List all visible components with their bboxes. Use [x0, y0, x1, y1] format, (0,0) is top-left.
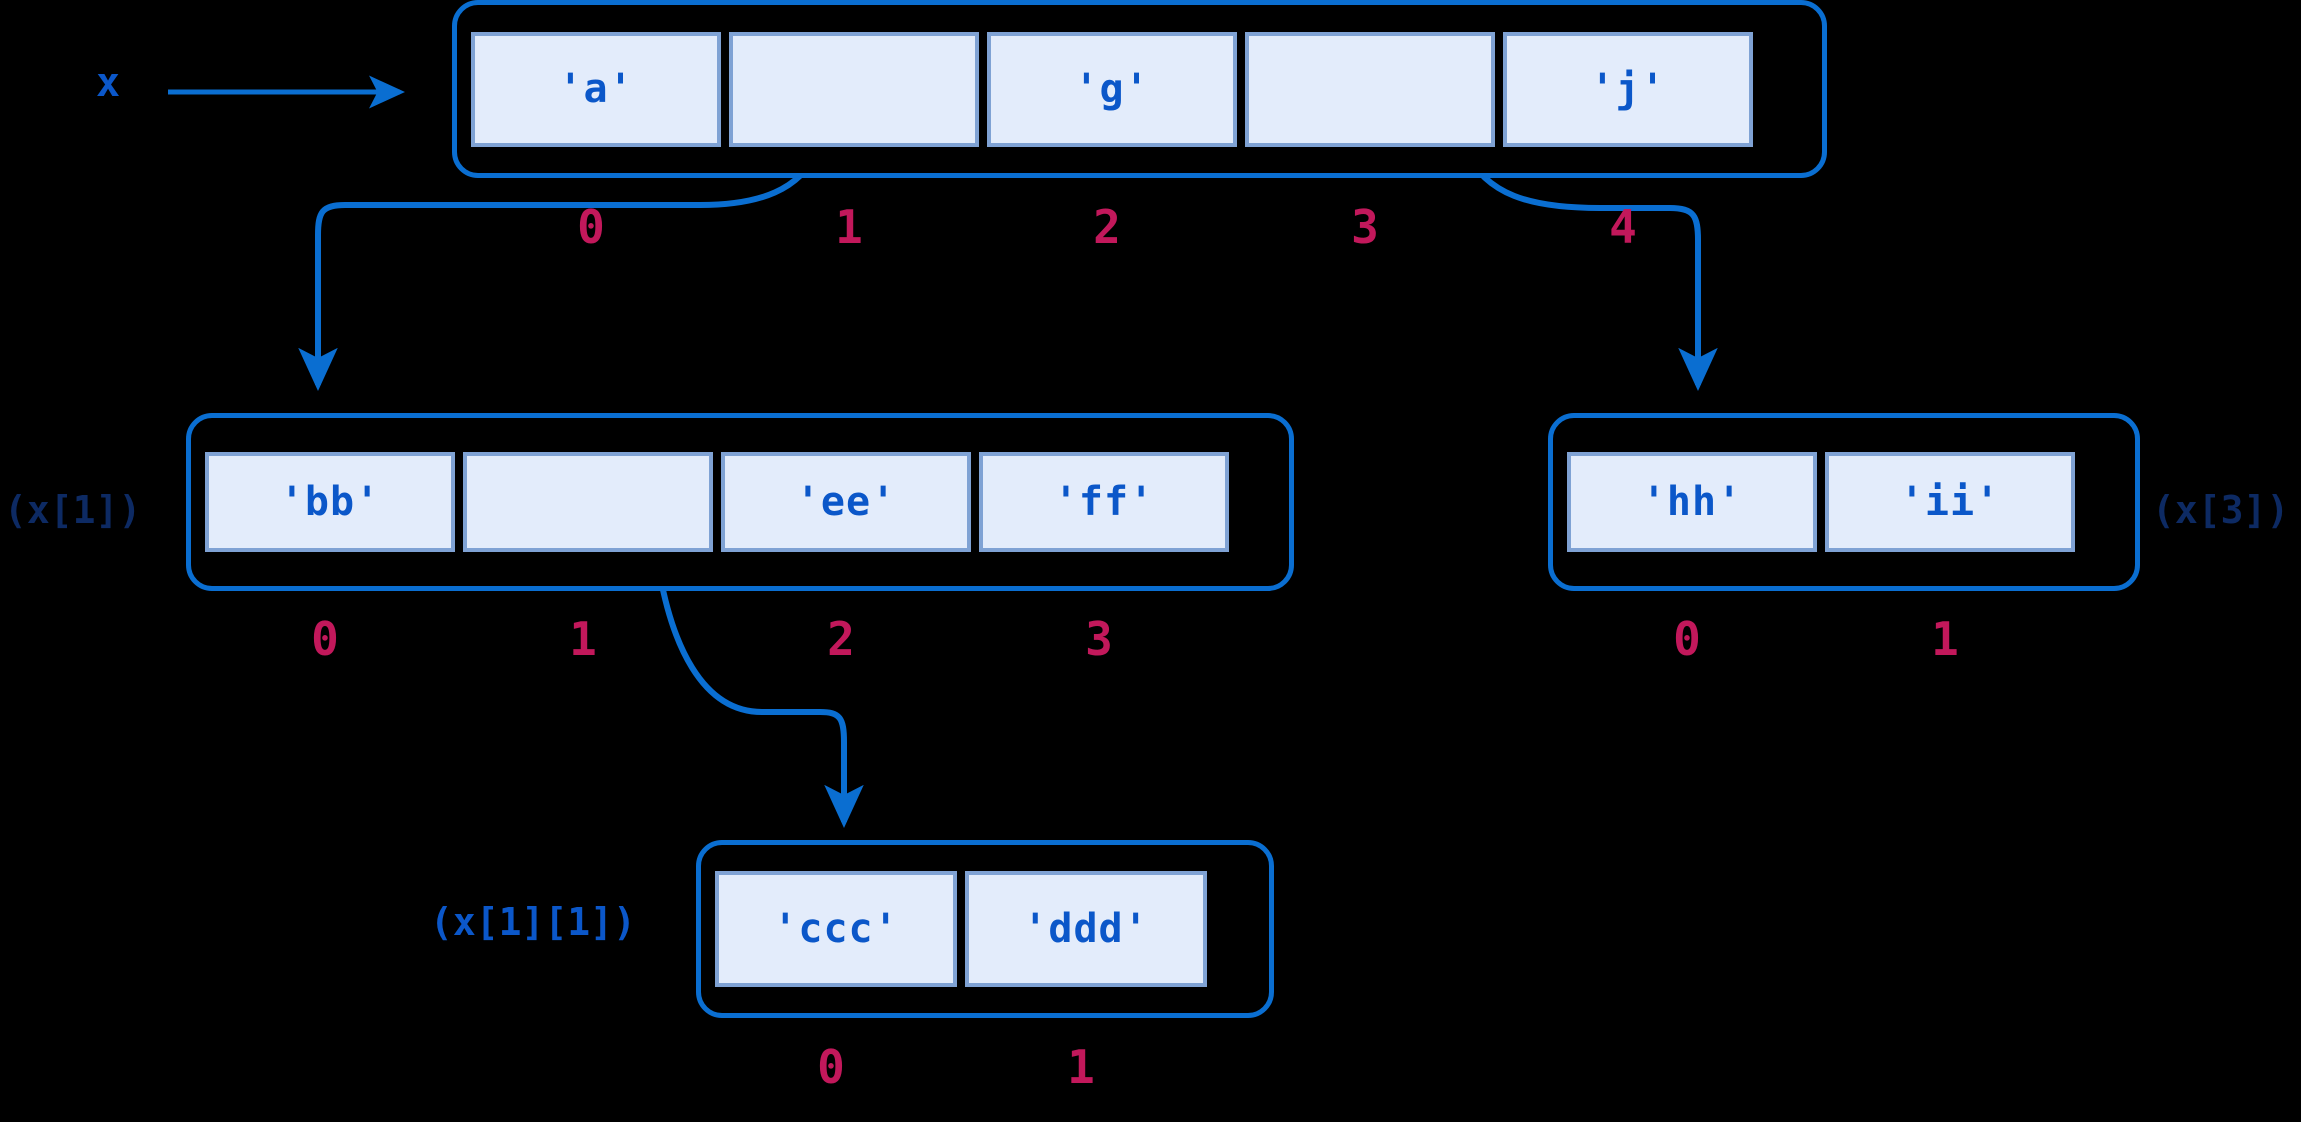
index-x1-3: 3 — [1085, 612, 1113, 666]
list-root-cells: 'a' 'g' 'j' — [471, 31, 1753, 147]
cell-x1-1-1[interactable]: 'ddd' — [965, 871, 1207, 987]
index-x1-0: 0 — [311, 612, 339, 666]
pointer-root1-to-x1 — [298, 148, 821, 392]
index-x1-1-1: 1 — [1067, 1040, 1095, 1094]
index-root-1: 1 — [835, 200, 863, 254]
list-x1-1-cells: 'ccc' 'ddd' — [715, 871, 1207, 987]
index-x3-0: 0 — [1673, 612, 1701, 666]
cell-x3-0[interactable]: 'hh' — [1567, 452, 1817, 552]
cell-x1-3[interactable]: 'ff' — [979, 452, 1229, 552]
cell-root-4[interactable]: 'j' — [1503, 31, 1753, 147]
index-root-3: 3 — [1351, 200, 1379, 254]
index-root-2: 2 — [1093, 200, 1121, 254]
list-x1-1[interactable]: 'ccc' 'ddd' — [696, 840, 1274, 1018]
cell-x3-1[interactable]: 'ii' — [1825, 452, 2075, 552]
cell-x1-1-0[interactable]: 'ccc' — [715, 871, 957, 987]
list-root[interactable]: 'a' 'g' 'j' — [452, 0, 1827, 178]
list-x1-cells: 'bb' 'ee' 'ff' — [205, 452, 1229, 552]
root-variable-label: x — [96, 60, 121, 106]
cell-root-2[interactable]: 'g' — [987, 31, 1237, 147]
index-x1-1: 1 — [569, 612, 597, 666]
list-x3[interactable]: 'hh' 'ii' — [1548, 413, 2140, 591]
cell-root-1[interactable] — [729, 31, 979, 147]
index-root-0: 0 — [577, 200, 605, 254]
caption-x1: (x[1]) — [4, 488, 142, 532]
cell-root-3[interactable] — [1245, 31, 1495, 147]
caption-x1-1: (x[1][1]) — [430, 900, 636, 944]
pointer-root3-to-x3 — [1462, 148, 1718, 392]
list-x1[interactable]: 'bb' 'ee' 'ff' — [186, 413, 1294, 591]
index-x1-2: 2 — [827, 612, 855, 666]
index-root-4: 4 — [1609, 200, 1637, 254]
index-x1-1-0: 0 — [817, 1040, 845, 1094]
cell-x1-0[interactable]: 'bb' — [205, 452, 455, 552]
cell-x1-2[interactable]: 'ee' — [721, 452, 971, 552]
cell-x1-1[interactable] — [463, 452, 713, 552]
index-x3-1: 1 — [1931, 612, 1959, 666]
cell-root-0[interactable]: 'a' — [471, 31, 721, 147]
caption-x3: (x[3]) — [2152, 488, 2290, 532]
list-x3-cells: 'hh' 'ii' — [1567, 452, 2075, 552]
